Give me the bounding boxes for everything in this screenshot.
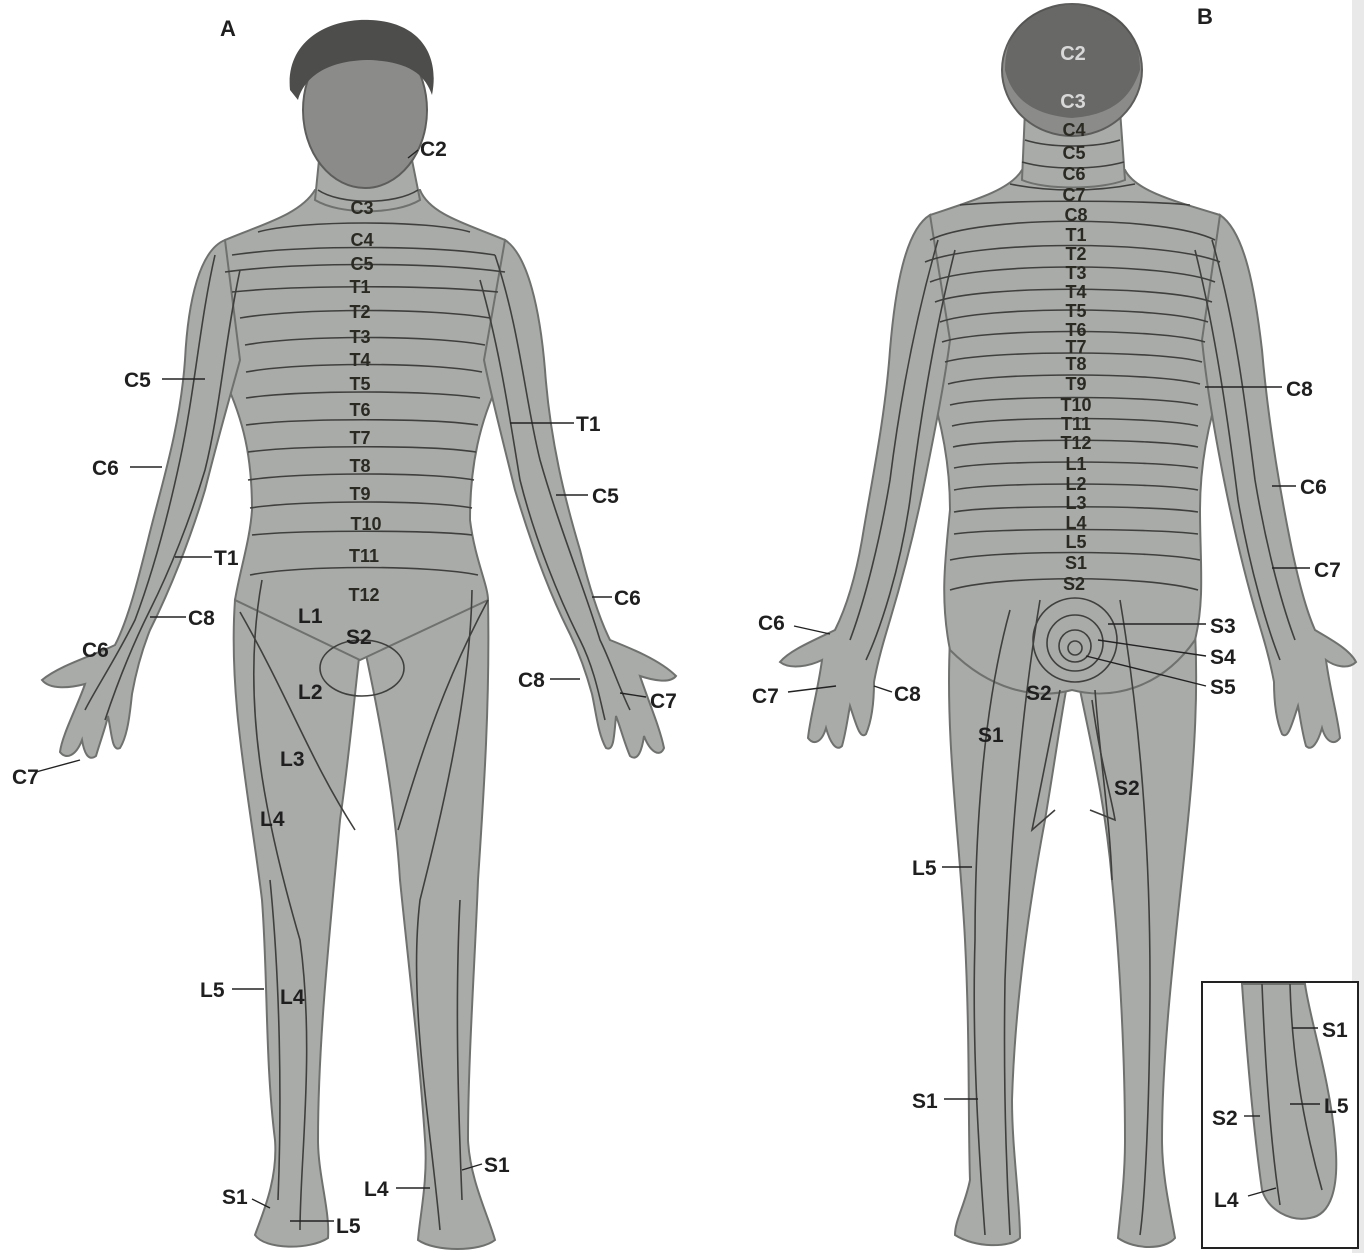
inset-label-s1: S1 [1322,1019,1348,1042]
front-label-c6-left-hand: C6 [82,639,109,662]
back-spine-label: T2 [1065,244,1086,264]
back-spine-label: L3 [1065,493,1086,513]
front-left-arm [42,240,240,758]
back-spine-label: T5 [1065,301,1086,321]
back-label-s1-leg: S1 [912,1090,938,1113]
back-label-s2-buttock: S2 [1026,682,1052,705]
back-label-s1-thigh: S1 [978,724,1004,747]
front-spine-label: T2 [349,302,370,322]
back-label-s3: S3 [1210,615,1236,638]
back-spine-label: C8 [1064,205,1087,225]
back-spine-label: L5 [1065,532,1086,552]
panel-letter-a: A [220,16,236,41]
back-label-c8-left: C8 [894,683,921,706]
front-label-c7-left: C7 [12,766,39,789]
back-left-leg [949,640,1068,1245]
back-left-arm [780,215,950,748]
front-spine-label: C3 [350,198,373,218]
back-spine-label: S1 [1065,553,1087,573]
front-label-c5-right: C5 [592,485,619,508]
panel-letter-b: B [1197,4,1213,29]
front-spine-label: T4 [349,350,370,370]
back-spine-label: T12 [1060,433,1091,453]
back-spine-label: C6 [1062,164,1085,184]
front-label-c2: C2 [420,138,447,161]
back-figure: C2 C3 C4 C5 C6 C7 C8 T1 T2 T3 T4 T5 T6 T… [752,4,1358,1248]
front-label-c8-left: C8 [188,607,215,630]
back-label-c8-right: C8 [1286,378,1313,401]
back-spine-label: C5 [1062,143,1085,163]
back-spine-label: T8 [1065,354,1086,374]
front-label-t1-right: T1 [576,413,601,436]
inset-label-s2: S2 [1212,1107,1238,1130]
front-left-leg [234,600,360,1247]
inset-label-l5: L5 [1324,1095,1349,1118]
front-label-s1-right: S1 [484,1154,510,1177]
front-label-l5-foot: L5 [336,1215,361,1238]
front-spine-label: T10 [350,514,381,534]
back-label-c7-left: C7 [752,685,779,708]
front-label-s2: S2 [346,626,372,649]
back-spine-label: T3 [1065,263,1086,283]
front-spine-label: T8 [349,456,370,476]
front-spine-label: T6 [349,400,370,420]
front-spine-label: T11 [349,546,379,566]
back-label-c6-left: C6 [758,612,785,635]
front-right-leg [365,600,495,1249]
front-label-c7-right: C7 [650,690,677,713]
inset-label-l4: L4 [1214,1189,1239,1212]
back-head-label: C3 [1060,91,1086,113]
back-label-c7-right: C7 [1314,559,1341,582]
back-head-label: C2 [1060,43,1086,65]
front-spine-label: T12 [348,585,379,605]
front-label-l4-leg: L4 [280,986,305,1009]
front-label-s1-left: S1 [222,1186,248,1209]
back-spine-label: T1 [1065,225,1086,245]
front-spine-label: T1 [349,277,370,297]
back-spine-label: T4 [1065,282,1086,302]
front-label-c8-right: C8 [518,669,545,692]
back-label-c6-right: C6 [1300,476,1327,499]
front-label-l3: L3 [280,748,305,771]
front-label-l4-thigh: L4 [260,808,285,831]
front-spine-label: T7 [349,428,370,448]
front-label-l5-left: L5 [200,979,225,1002]
back-spine-label: L2 [1065,474,1086,494]
back-spine-label: T9 [1065,374,1086,394]
front-spine-label: T3 [349,327,370,347]
front-spine-label: T5 [349,374,370,394]
front-label-l2: L2 [298,681,323,704]
front-spine-label: T9 [349,484,370,504]
front-spine-label: C5 [350,254,373,274]
back-spine-label: T11 [1061,414,1091,434]
back-spine-label: L1 [1065,454,1086,474]
front-label-l1: L1 [298,605,323,628]
back-spine-label: C7 [1062,185,1085,205]
back-label-l5: L5 [912,857,937,880]
back-label-s5: S5 [1210,676,1236,699]
front-label-c6-right: C6 [614,587,641,610]
front-label-c5-left: C5 [124,369,151,392]
back-label-s4: S4 [1210,646,1236,669]
back-label-s2-thigh: S2 [1114,777,1140,800]
front-label-l4-right: L4 [364,1178,389,1201]
back-spine-label: C4 [1062,120,1085,140]
foot-inset: S1 L5 S2 L4 [1202,982,1358,1248]
back-spine-label: S2 [1063,574,1085,594]
front-figure: C3 C4 C5 T1 T2 T3 T4 T5 T6 T7 T8 T9 T10 … [12,16,677,1249]
front-label-c6-left-arm: C6 [92,457,119,480]
back-spine-label: L4 [1065,513,1086,533]
back-spine-label: T10 [1060,395,1091,415]
front-spine-label: C4 [350,230,373,250]
front-label-t1-left: T1 [214,547,239,570]
